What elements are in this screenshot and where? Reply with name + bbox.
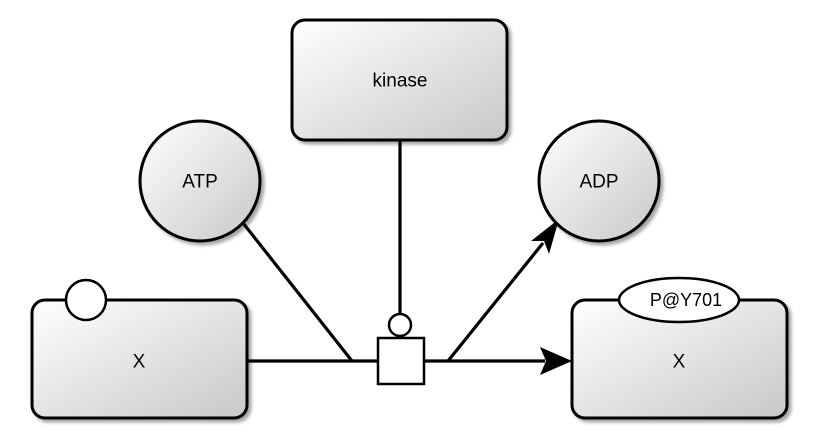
substrate-x-box	[30, 298, 249, 420]
substrate-x-node[interactable]: X	[30, 278, 249, 420]
adp-label: ADP	[579, 172, 618, 193]
atp-circle	[138, 119, 262, 243]
substrate-x-state-variable	[64, 278, 108, 322]
atp-node[interactable]: ATP	[138, 119, 262, 243]
adp-circle	[537, 119, 661, 243]
adp-node[interactable]: ADP	[537, 119, 661, 243]
arcs	[241, 141, 572, 375]
process-node[interactable]	[376, 336, 426, 386]
substrate-x-label: X	[133, 352, 146, 373]
atp-label: ATP	[182, 172, 218, 193]
production-arrowhead-adp	[531, 219, 559, 254]
kinase-node[interactable]: kinase	[290, 18, 509, 142]
production-arrowhead-x	[540, 347, 572, 375]
product-x-state-label: P@Y701	[650, 290, 722, 310]
catalysis-marker	[387, 312, 413, 338]
kinase-label: kinase	[373, 71, 428, 92]
kinase-box	[290, 18, 509, 142]
product-x-state-variable	[617, 276, 741, 324]
product-x-label: X	[673, 352, 686, 373]
product-x-node[interactable]: P@Y701 X	[570, 276, 789, 420]
production-arc-adp	[446, 241, 545, 363]
consumption-arc-atp	[241, 222, 354, 362]
